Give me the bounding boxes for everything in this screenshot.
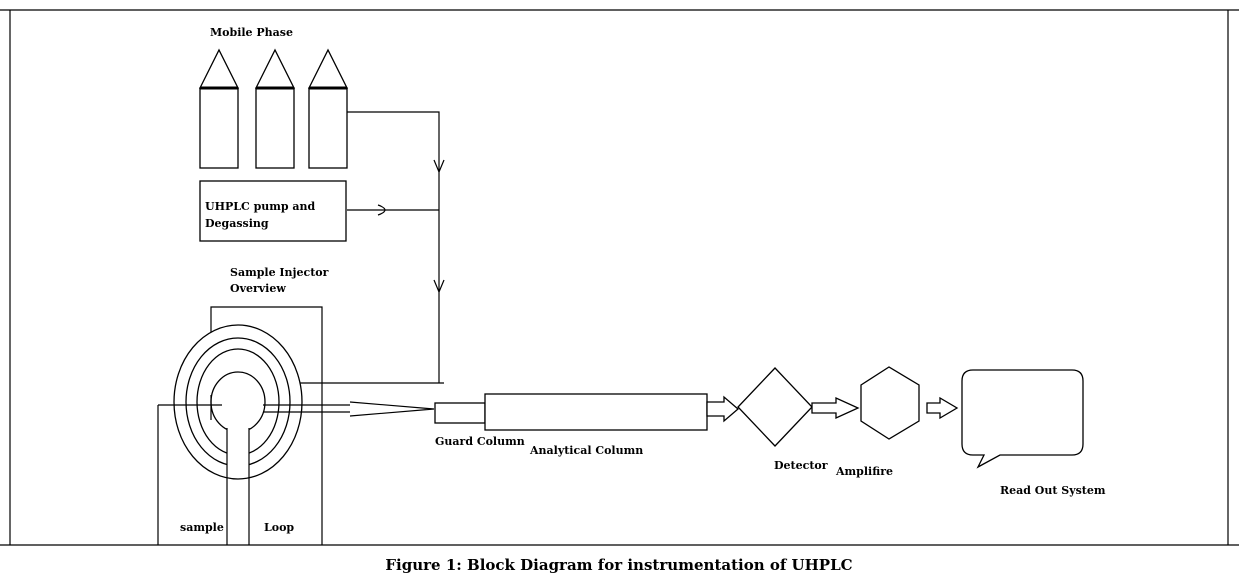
arrow-to-readout [926, 396, 959, 420]
sample-injector [157, 306, 323, 545]
pump-arrow-icon [377, 204, 386, 216]
figure-caption: Figure 1: Block Diagram for instrumentat… [385, 556, 852, 574]
pump-label-line1: UHPLC pump and [205, 200, 316, 213]
guard-column [434, 402, 486, 424]
pump-label-line2: Degassing [205, 217, 269, 230]
figure-border [0, 9, 1239, 546]
arrow-to-detector [706, 395, 739, 423]
detector-label: Detector [774, 459, 828, 472]
detector [737, 367, 813, 447]
bottle-2 [254, 48, 296, 169]
mobile-phase-bottles [198, 48, 349, 169]
mobile-phase-label: Mobile Phase [210, 26, 293, 39]
readout-label: Read Out System [1000, 484, 1106, 497]
arrow-to-amplifier [811, 396, 860, 420]
pump-degassing-box [199, 180, 347, 242]
injector-outlet-arrow [263, 401, 435, 417]
loop-label: Loop [264, 521, 294, 534]
analytical-column-label: Analytical Column [529, 444, 643, 457]
bottle-3 [307, 48, 349, 169]
analytical-column [484, 393, 708, 431]
injector-label-line1: Sample Injector [230, 266, 329, 279]
guard-column-label: Guard Column [435, 435, 525, 448]
bottle-1 [198, 48, 240, 169]
injector-label-line2: Overview [230, 282, 286, 295]
amplifier-label: Amplifire [835, 465, 893, 478]
readout-system [961, 369, 1084, 469]
amplifier [860, 366, 920, 440]
sample-label: sample [180, 521, 224, 534]
